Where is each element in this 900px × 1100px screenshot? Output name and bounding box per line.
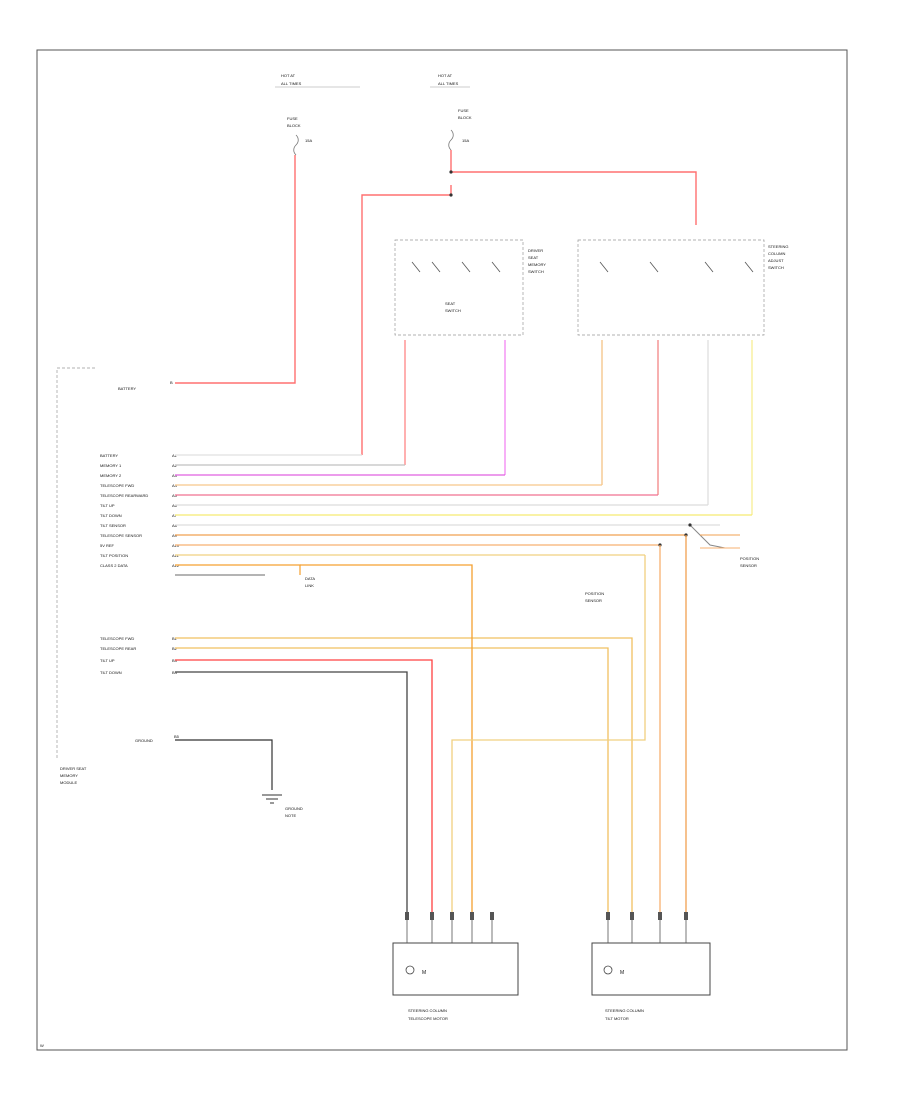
low-pin-code: B4	[172, 670, 178, 675]
mid-pin-code: A6	[172, 503, 178, 508]
fuse-left-desc-1: FUSE	[287, 116, 298, 121]
fuse-right-header-2: ALL TIMES	[438, 81, 459, 86]
fuse-left-amp: 15A	[305, 138, 312, 143]
mid-pin-label: CLASS 2 DATA	[100, 563, 128, 568]
module-low-wires	[175, 535, 687, 912]
mid-pin-code: A8	[172, 523, 178, 528]
mid-pin-label: TELESCOPE REARWARD	[100, 493, 148, 498]
low-pin-code: B3	[172, 658, 178, 663]
mid-pin-label: BATTERY	[100, 453, 118, 458]
mid-pin-label: TILT POSITION	[100, 553, 128, 558]
seat-switch-inner-1: SEAT	[445, 301, 456, 306]
tilt-motor-name-2: TILT MOTOR	[605, 1016, 629, 1021]
fuse-right: HOT AT ALL TIMES FUSE BLOCK 15A	[430, 73, 472, 151]
fuse-right-desc-1: FUSE	[458, 108, 469, 113]
module-title-3: MODULE	[60, 780, 77, 785]
mid-pin-code: A5	[172, 493, 178, 498]
module-top-pin: BATTERY B	[118, 380, 173, 391]
position-sensor-b-1: POSITION	[585, 591, 604, 596]
driver-seat-switch: DRIVER SEAT MEMORY SWITCH SEAT SWITCH	[394, 239, 546, 336]
position-sensor-b: POSITION SENSOR	[585, 591, 604, 603]
fuse-left-header-1: HOT AT	[281, 73, 296, 78]
top-pin-label: BATTERY	[118, 386, 136, 391]
mid-pin-label: MEMORY 1	[100, 463, 122, 468]
fuse-left-header-2: ALL TIMES	[281, 81, 302, 86]
fuse-left: HOT AT ALL TIMES FUSE BLOCK 15A	[275, 73, 360, 156]
fuse-right-desc-2: BLOCK	[458, 115, 472, 120]
telescope-motor-name-1: STEERING COLUMN	[408, 1008, 447, 1013]
driver-seat-label-3: MEMORY	[528, 262, 546, 267]
steering-switch-label-2: COLUMN	[768, 251, 785, 256]
position-sensor-a-1: POSITION	[740, 556, 759, 561]
driver-seat-label-4: SWITCH	[528, 269, 544, 274]
module-mid-wires	[175, 454, 752, 576]
mid-pin-code: A9	[172, 533, 178, 538]
module-title-2: MEMORY	[60, 773, 78, 778]
low-pin-label: TELESCOPE FWD	[100, 636, 134, 641]
splice-dots	[449, 170, 453, 197]
top-pin-code: B	[170, 380, 173, 385]
mid-pin-code: A3	[172, 473, 178, 478]
footer-code: W	[40, 1043, 44, 1048]
steering-switch-label-1: STEERING	[768, 244, 788, 249]
position-sensor-a-2: SENSOR	[740, 563, 757, 568]
ground-note-2: NOTE	[285, 813, 296, 818]
driver-seat-label-2: SEAT	[528, 255, 539, 260]
module-outline: DRIVER SEAT MEMORY MODULE	[56, 367, 95, 785]
steering-column-switch: STEERING COLUMN ADJUST SWITCH	[577, 239, 788, 336]
position-sensor-b-2: SENSOR	[585, 598, 602, 603]
fuse-right-amp: 15A	[462, 138, 469, 143]
tilt-motor: M STEERING COLUMN TILT MOTOR	[591, 942, 711, 1021]
steering-switch-label-4: SWITCH	[768, 265, 784, 270]
low-pin-label: TILT UP	[100, 658, 115, 663]
fuse-right-header-1: HOT AT	[438, 73, 453, 78]
low-pin-label: TELESCOPE REAR	[100, 646, 136, 651]
seat-switch-inner-2: SWITCH	[445, 308, 461, 313]
battery-feed-wires	[175, 150, 697, 455]
tilt-motor-name-1: STEERING COLUMN	[605, 1008, 644, 1013]
sensor-splices	[658, 523, 740, 549]
telescope-motor-name-2: TELESCOPE MOTOR	[408, 1016, 448, 1021]
position-sensor-a: POSITION SENSOR	[740, 556, 759, 568]
motor-drop-wires	[406, 920, 687, 943]
motor-connector-pins	[405, 912, 688, 920]
ground-note-1: GROUND	[285, 806, 303, 811]
steering-switch-label-3: ADJUST	[768, 258, 784, 263]
ground-pin: B5	[174, 734, 180, 739]
low-pin-label: TILT DOWN	[100, 670, 122, 675]
data-link-note: DATA LINK	[305, 576, 315, 588]
tilt-motor-sub: M	[620, 970, 624, 976]
telescope-motor: M STEERING COLUMN TELESCOPE MOTOR	[392, 942, 519, 1021]
low-pin-code: B2	[172, 646, 178, 651]
mid-pin-code: A2	[172, 463, 178, 468]
ground-label: GROUND	[135, 738, 153, 743]
data-link-2: LINK	[305, 583, 314, 588]
mid-pin-label: TILT SENSOR	[100, 523, 126, 528]
switch-output-wires	[404, 340, 753, 515]
mid-pin-label: TELESCOPE FWD	[100, 483, 134, 488]
ground-circuit: GROUND B5 GROUND NOTE	[135, 734, 303, 818]
fuse-left-desc-2: BLOCK	[287, 123, 301, 128]
mid-pin-label: MEMORY 2	[100, 473, 122, 478]
low-pin-code: B1	[172, 636, 178, 641]
data-link-1: DATA	[305, 576, 315, 581]
module-title-1: DRIVER SEAT	[60, 766, 87, 771]
mid-pin-code: A1	[172, 453, 178, 458]
telescope-motor-sub: M	[422, 970, 426, 976]
mid-pin-label: TELESCOPE SENSOR	[100, 533, 142, 538]
mid-pin-code: A4	[172, 483, 178, 488]
driver-seat-label-1: DRIVER	[528, 248, 543, 253]
diagram-border	[36, 49, 848, 1051]
mid-pin-code: A7	[172, 513, 178, 518]
mid-pin-label: TILT DOWN	[100, 513, 122, 518]
mid-pin-label: TILT UP	[100, 503, 115, 508]
mid-pin-label: 5V REF	[100, 543, 115, 548]
